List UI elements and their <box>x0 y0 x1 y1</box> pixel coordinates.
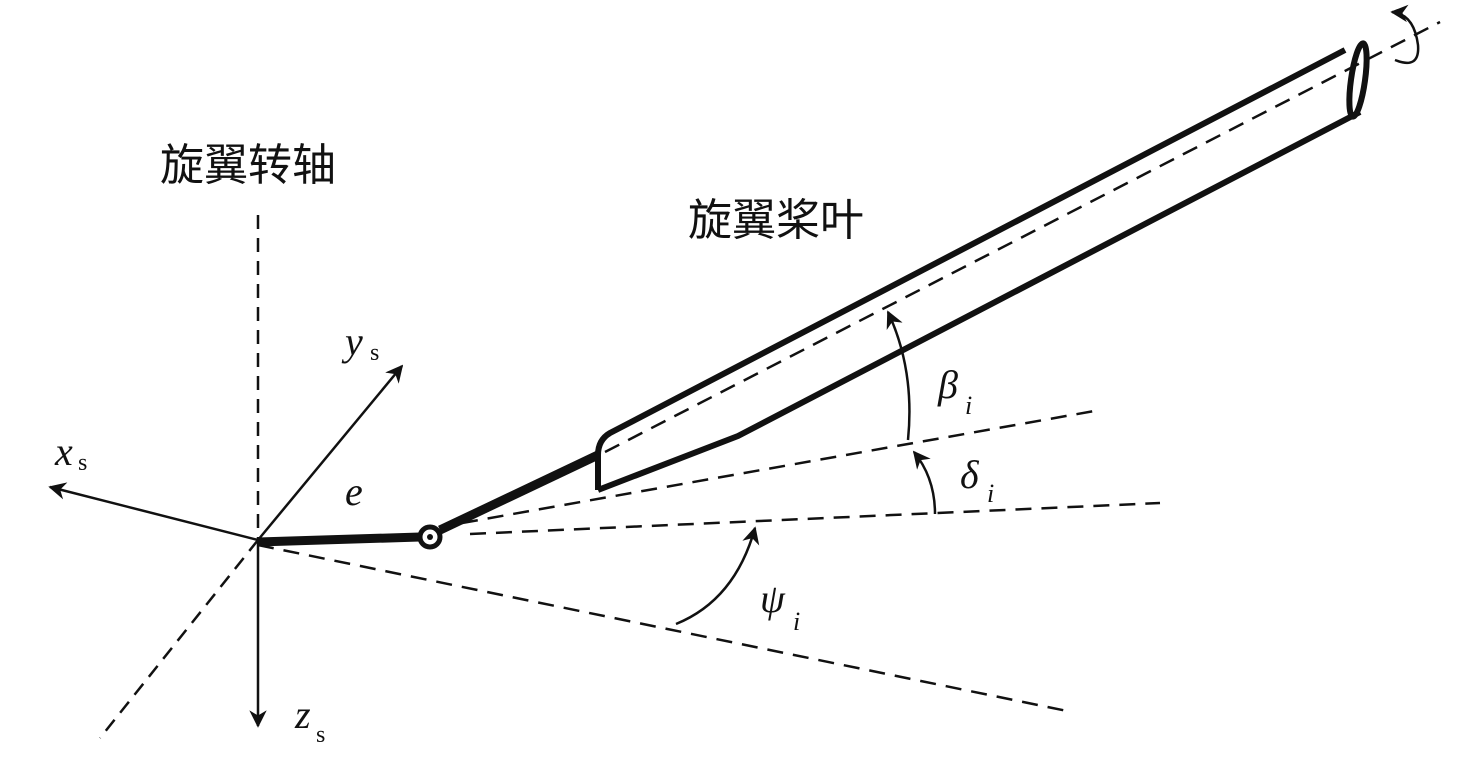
blade-root <box>438 450 600 535</box>
z-axis-subscript: s <box>316 722 325 748</box>
blade-outline <box>595 47 1362 493</box>
beta-angle-arc <box>886 310 911 441</box>
hub-offset-arm <box>257 532 421 547</box>
x-axis-subscript: s <box>78 450 87 476</box>
blade-pitch-axis <box>604 20 1441 454</box>
psi-angle-arc <box>675 526 760 626</box>
y-axis-label: y <box>341 319 363 364</box>
psi-subscript: i <box>793 607 800 636</box>
psi-label: ψ <box>760 576 786 621</box>
flap-reference-line <box>461 408 1101 525</box>
beta-label: β <box>937 362 958 407</box>
delta-subscript: i <box>987 479 994 508</box>
beta-subscript: i <box>965 391 972 420</box>
azimuth-reference-line <box>257 543 1073 714</box>
offset-label: e <box>345 469 363 514</box>
x-axis-label: x <box>54 429 73 474</box>
y-axis-subscript: s <box>370 340 379 366</box>
pitch-rotation-icon <box>1390 4 1420 65</box>
x-axis-extension <box>99 539 259 739</box>
x-axis-arrow <box>48 482 259 542</box>
lag-reference-line <box>469 501 1161 536</box>
z-axis-label: z <box>294 692 311 737</box>
y-axis-arrow <box>257 364 404 541</box>
rotor-blade-label: 旋翼桨叶 <box>688 195 864 246</box>
delta-label: δ <box>960 452 980 497</box>
rotor-axis-label: 旋翼转轴 <box>160 140 336 191</box>
blade-tip <box>1346 40 1370 120</box>
delta-angle-arc <box>912 450 937 515</box>
hinge-center <box>427 534 433 540</box>
